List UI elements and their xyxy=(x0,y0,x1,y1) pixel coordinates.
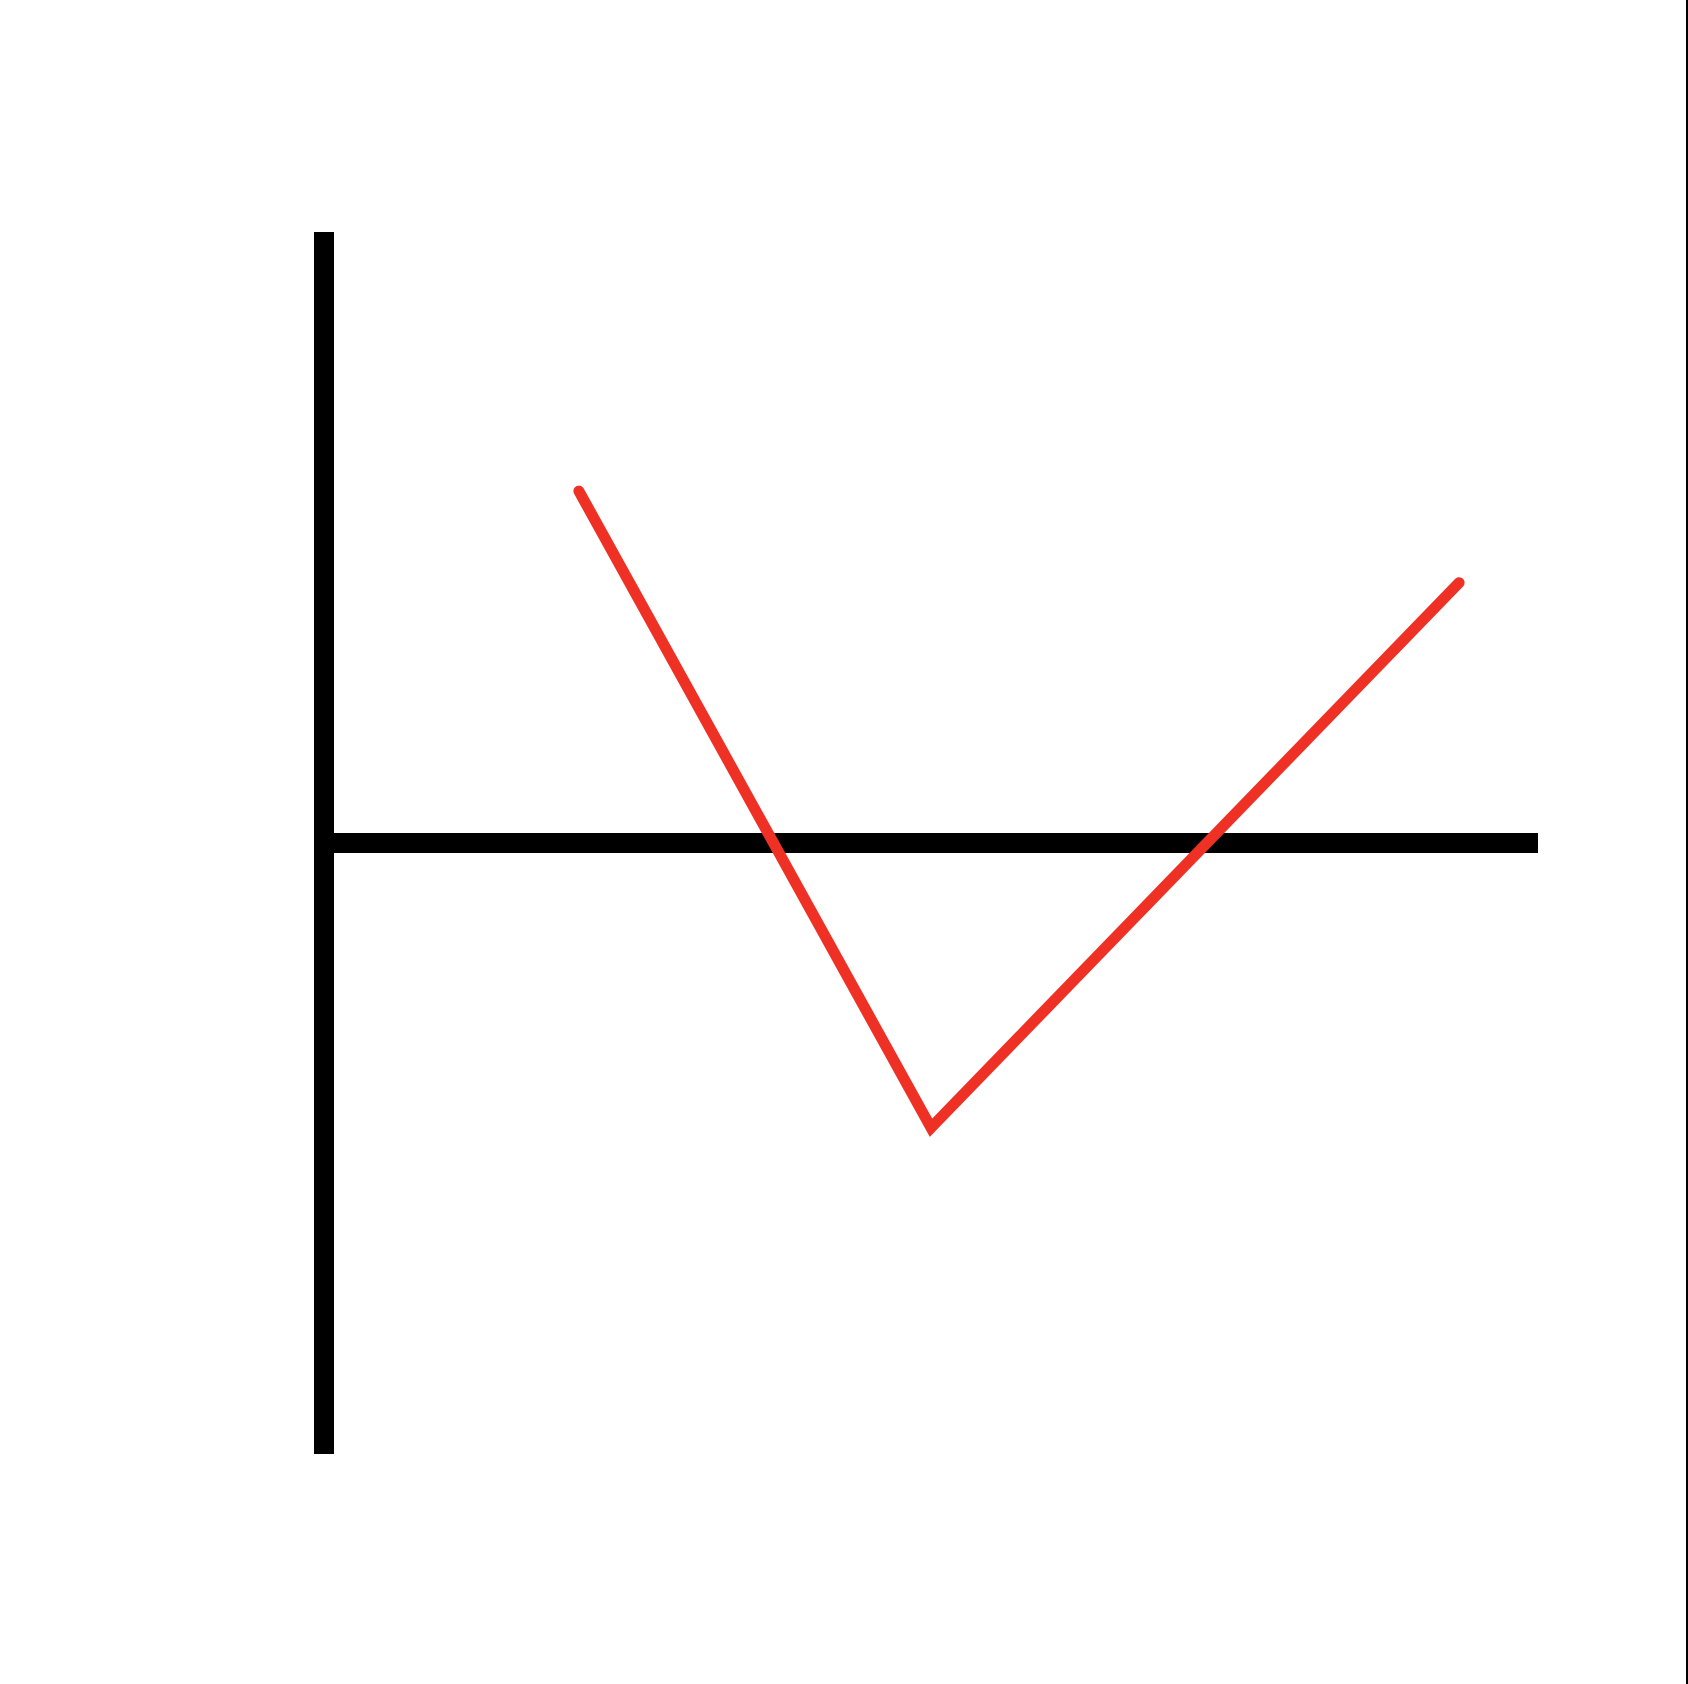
right-edge-border xyxy=(1686,0,1688,1684)
series-line-0 xyxy=(573,485,1465,1137)
axes xyxy=(314,232,1538,1454)
series-layer xyxy=(573,485,1465,1137)
